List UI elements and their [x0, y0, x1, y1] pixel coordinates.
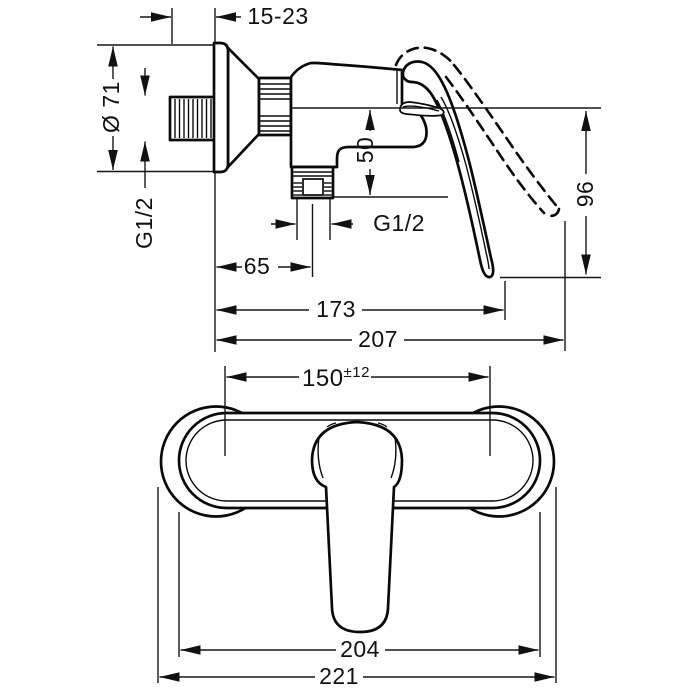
dim-wall-clearance-label: 15-23 — [247, 3, 308, 29]
dim-wall-clearance: 15-23 — [140, 3, 308, 29]
dim-outlet-thread-label: G1/2 — [373, 210, 425, 236]
dim-body-width: 204 — [180, 636, 539, 662]
dim-handle-height: 96 — [572, 111, 598, 275]
dim-connection-centers-label: 150±12 — [302, 364, 370, 392]
dim-max-reach: 207 — [216, 326, 564, 352]
front-view: 150±12 204 221 — [157, 364, 557, 689]
dim-outlet-drop: 50 — [352, 110, 378, 195]
dim-inlet-thread: G1/2 — [131, 68, 157, 249]
dim-handle-height-label: 96 — [572, 181, 598, 208]
lever-handle-side — [399, 60, 495, 279]
lever-handle-front — [310, 420, 404, 634]
dim-escutcheon-diameter-label: Ø 71 — [98, 81, 124, 133]
dim-outlet-drop-label: 50 — [352, 137, 378, 164]
side-view: 15-23 Ø 71 G1/2 50 G1/2 — [97, 3, 601, 352]
dim-outlet-center-label: 65 — [244, 253, 271, 279]
dim-outlet-thread: G1/2 — [271, 210, 425, 236]
dim-connection-centers: 150±12 — [226, 364, 489, 392]
dim-outlet-center-from-wall: 65 — [216, 253, 311, 279]
dim-escutcheon-diameter: Ø 71 — [98, 46, 124, 170]
dim-overall-width-label: 221 — [319, 663, 359, 689]
union-nut — [257, 76, 293, 137]
dim-handle-reach-label: 173 — [316, 296, 356, 322]
dim-max-reach-label: 207 — [358, 326, 398, 352]
lever-handle-raised-dashed — [394, 46, 561, 218]
shower-outlet — [290, 165, 335, 200]
dim-body-width-label: 204 — [340, 636, 380, 662]
supply-pipe — [168, 95, 217, 142]
escutcheon-side — [212, 41, 261, 174]
dim-inlet-thread-label: G1/2 — [131, 197, 157, 249]
dim-handle-reach: 173 — [216, 296, 504, 322]
dim-overall-width: 221 — [159, 663, 555, 689]
